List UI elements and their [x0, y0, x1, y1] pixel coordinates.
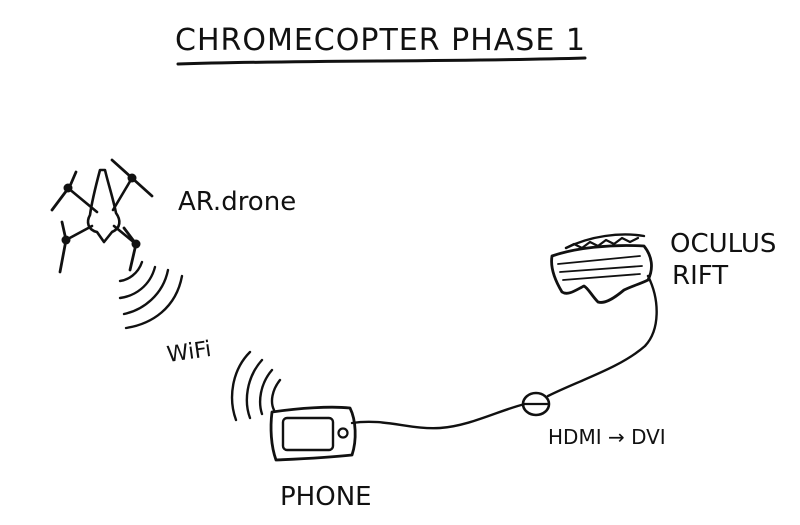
wifi-label: WiFi [165, 337, 213, 368]
rift-cable [546, 274, 658, 398]
oculus-rift-icon [550, 233, 653, 304]
adapter-icon [521, 391, 551, 417]
rift-label-line1: OCULUS [670, 229, 776, 259]
rift-label-line2: RIFT [672, 261, 728, 291]
phone-cable [350, 402, 527, 430]
drone-wifi-waves-icon [118, 260, 184, 330]
diagram-title: CHROMECOPTER PHASE 1 [175, 23, 586, 58]
title-underline [176, 56, 587, 66]
phone-wifi-waves-icon [230, 350, 282, 422]
drone-label: AR.drone [178, 187, 296, 217]
phone-label: PHONE [280, 482, 372, 512]
phone-icon [269, 405, 357, 462]
drone-icon [50, 158, 154, 274]
cable-label: HDMI → DVI [548, 425, 666, 449]
